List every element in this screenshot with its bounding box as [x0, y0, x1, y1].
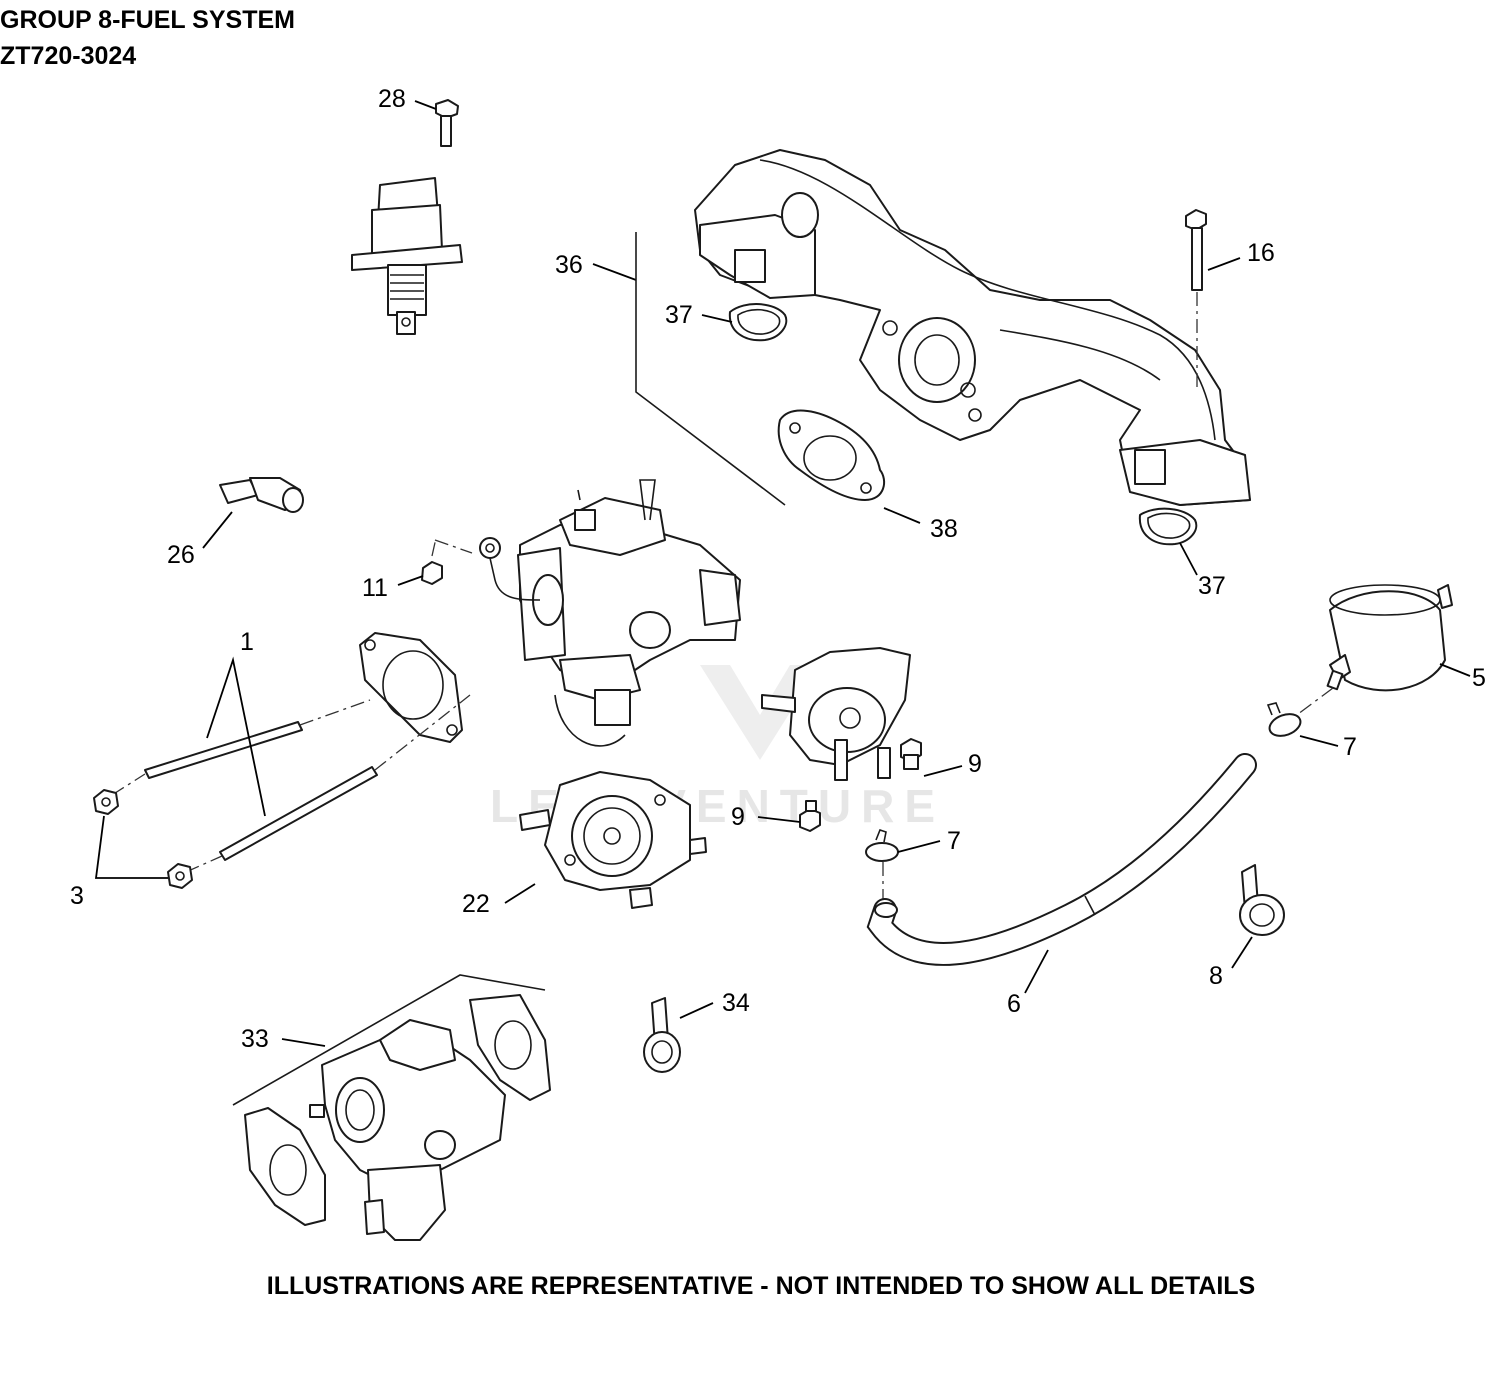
- callout-11[interactable]: 11: [362, 574, 388, 602]
- carburetor-main[interactable]: [517, 479, 741, 747]
- fuel-regulator[interactable]: [761, 647, 911, 781]
- callout-9-left[interactable]: 9: [731, 803, 745, 831]
- part-1-stud-upper[interactable]: [144, 721, 303, 779]
- leader-lines: [94, 100, 1471, 1047]
- part-7-clamp-upper[interactable]: [1266, 702, 1304, 740]
- callout-7-lower[interactable]: 7: [947, 827, 961, 855]
- intake-manifold[interactable]: [694, 149, 1251, 506]
- part-3-nut-lower[interactable]: [167, 863, 193, 889]
- callout-37-upper[interactable]: 37: [665, 301, 693, 329]
- callout-5[interactable]: 5: [1472, 664, 1486, 692]
- callout-3[interactable]: 3: [70, 882, 84, 910]
- part-6-fuel-hose[interactable]: [866, 753, 1257, 966]
- part-33-carburetor-kit[interactable]: [232, 974, 551, 1241]
- callout-16[interactable]: 16: [1247, 239, 1275, 267]
- callout-28[interactable]: 28: [378, 85, 406, 113]
- part-28-bolt[interactable]: [435, 99, 459, 147]
- disclaimer-text: ILLUSTRATIONS ARE REPRESENTATIVE - NOT I…: [266, 1272, 1256, 1300]
- callout-8[interactable]: 8: [1209, 962, 1223, 990]
- part-8-hose-clip[interactable]: [1239, 864, 1285, 936]
- callout-26[interactable]: 26: [167, 541, 195, 569]
- group-title: GROUP 8-FUEL SYSTEM: [0, 6, 295, 34]
- part-3-nut-upper[interactable]: [93, 789, 119, 815]
- idle-air-control-valve[interactable]: [351, 177, 463, 335]
- part-37-gasket-upper[interactable]: [728, 303, 788, 342]
- part-22-fuel-pump[interactable]: [519, 771, 707, 909]
- part-7-clamp-lower[interactable]: [865, 829, 899, 862]
- callout-22[interactable]: 22: [462, 890, 490, 918]
- model-number: ZT720-3024: [0, 42, 137, 70]
- part-37-gasket-lower[interactable]: [1138, 507, 1198, 546]
- callout-36[interactable]: 36: [555, 251, 583, 279]
- callout-7-upper[interactable]: 7: [1343, 733, 1357, 761]
- part-34-hose-clip[interactable]: [643, 997, 681, 1073]
- part-11-bolt[interactable]: [421, 561, 443, 585]
- callout-6[interactable]: 6: [1007, 990, 1021, 1018]
- callouts: 28 36 16 37 38 37 26 11 1 5 7 9 9 7 3 22…: [70, 85, 1486, 1053]
- ground-wire-terminal[interactable]: [479, 537, 541, 601]
- carburetor-gasket[interactable]: [359, 632, 463, 743]
- callout-37-lower[interactable]: 37: [1198, 572, 1226, 600]
- part-9-bolt-right[interactable]: [900, 738, 922, 770]
- part-1-stud-lower[interactable]: [219, 766, 378, 861]
- part-16-bolt[interactable]: [1185, 209, 1207, 291]
- watermark-logo: [700, 665, 820, 760]
- part-9-bolt-left[interactable]: [799, 800, 821, 832]
- callout-33[interactable]: 33: [241, 1025, 269, 1053]
- callout-9-right[interactable]: 9: [968, 750, 982, 778]
- callout-38[interactable]: 38: [930, 515, 958, 543]
- part-5-fuel-filter[interactable]: [1326, 584, 1453, 692]
- callout-34[interactable]: 34: [722, 989, 750, 1017]
- part-26-elbow-fitting[interactable]: [219, 477, 304, 513]
- callout-1[interactable]: 1: [240, 628, 254, 656]
- part-38-gasket[interactable]: [777, 409, 886, 501]
